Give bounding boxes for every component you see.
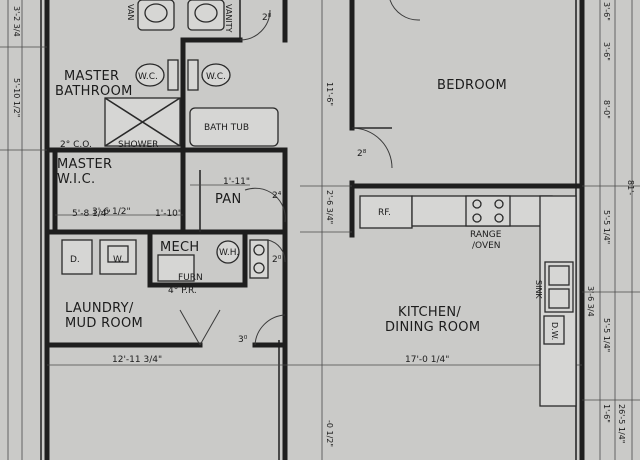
toilet-right-tank bbox=[187, 59, 199, 91]
dim-center-b: 2'-6 3/4" bbox=[325, 190, 334, 224]
room-labels: MASTER BATHROOM MASTER W.I.C. BEDROOM LA… bbox=[55, 69, 507, 335]
door-laundry: 3⁰ bbox=[238, 335, 248, 345]
door-bath-top: 2⁸ bbox=[262, 13, 272, 23]
room-kitchen-line2: DINING ROOM bbox=[385, 320, 480, 335]
room-master-wic-line2: W.I.C. bbox=[57, 172, 95, 187]
room-laundry-line1: LAUNDRY/ bbox=[65, 301, 134, 316]
room-master-bathroom-line2: BATHROOM bbox=[55, 84, 133, 99]
door-pan: 2⁴ bbox=[272, 191, 282, 201]
label-sink: SINK bbox=[534, 280, 543, 299]
dim-right-b: 3'-6" bbox=[602, 42, 611, 61]
refrigerator bbox=[359, 195, 413, 229]
dim-laundry-width: 5'-8 1/4" bbox=[72, 209, 111, 219]
fixtures bbox=[61, 0, 577, 407]
label-vanity-left: VAN bbox=[126, 4, 135, 20]
walls bbox=[40, 0, 585, 460]
room-mech: MECH bbox=[160, 240, 199, 255]
label-dryer: D. bbox=[70, 255, 80, 265]
label-co: 2° C.O. bbox=[60, 140, 92, 150]
room-pan: PAN bbox=[215, 192, 242, 207]
water-heater bbox=[216, 240, 240, 264]
label-wc-right: W.C. bbox=[206, 72, 226, 82]
room-master-wic-line1: MASTER bbox=[57, 157, 112, 172]
room-master-bathroom-line1: MASTER bbox=[64, 69, 119, 84]
toilet-left-bowl bbox=[135, 63, 165, 87]
label-vanity-right: VANITY bbox=[224, 4, 233, 33]
dim-right-h: 1'-6" bbox=[602, 404, 611, 423]
label-bath-tub: BATH TUB bbox=[204, 123, 249, 133]
label-refrigerator: RF. bbox=[378, 208, 391, 218]
label-water-heater: W.H. bbox=[219, 248, 239, 258]
range-oven bbox=[465, 195, 511, 227]
label-range-line2: /OVEN bbox=[472, 241, 501, 251]
label-wc-left: W.C. bbox=[138, 72, 158, 82]
dim-right-f: 5'-5 1/4" bbox=[602, 318, 611, 352]
door-mech: 2⁰ bbox=[272, 255, 282, 265]
label-range-line1: RANGE bbox=[470, 230, 502, 240]
dim-right-e: 3'-6 3/4 bbox=[586, 286, 595, 317]
label-shower: SHOWER bbox=[118, 140, 158, 150]
dim-pan-width: 1'-11" bbox=[223, 177, 250, 187]
furnace bbox=[157, 254, 195, 282]
dryer bbox=[61, 239, 93, 275]
label-furnace-line1: FURN bbox=[178, 273, 203, 283]
label-washer: W. bbox=[113, 255, 124, 265]
dishwasher bbox=[543, 315, 565, 345]
dim-right-c: 8'-0" bbox=[602, 100, 611, 119]
dim-wic-closet: 1'-10" bbox=[155, 209, 182, 219]
dim-wic-width: 3'-6 1/2" bbox=[92, 207, 131, 217]
dim-left-a: 3'-2 3/4 bbox=[12, 6, 21, 37]
dim-right-g: 26'-5 1/4" bbox=[617, 404, 626, 443]
room-kitchen-line1: KITCHEN/ bbox=[398, 305, 461, 320]
fixture-labels: W.C. W.C. SHOWER 2° C.O. BATH TUB VAN VA… bbox=[60, 4, 559, 340]
dim-left-wing: 12'-11 3/4" bbox=[112, 355, 162, 365]
dim-right-d: 5'-5 1/4" bbox=[602, 210, 611, 244]
room-bedroom: BEDROOM bbox=[437, 78, 507, 93]
dim-left-b: 5'-10 1/2" bbox=[12, 78, 21, 117]
toilet-left-tank bbox=[167, 59, 179, 91]
dim-kitchen-width: 17'-0 1/4" bbox=[405, 355, 449, 365]
dim-center-a: 11'-6" bbox=[325, 82, 334, 106]
dim-right-a: 3'-6" bbox=[602, 2, 611, 21]
toilet-right-bowl bbox=[201, 63, 231, 87]
bath-tub bbox=[189, 107, 279, 147]
door-swings bbox=[179, 0, 421, 346]
dimension-labels: 3'-6 1/2" 1'-11" 5'-8 1/4" 1'-10" 12'-11… bbox=[12, 2, 635, 447]
room-laundry-line2: MUD ROOM bbox=[65, 316, 143, 331]
dim-far-right: 81'- bbox=[626, 180, 635, 195]
door-bedroom: 2⁸ bbox=[357, 149, 367, 159]
door-labels: 2⁸ 2⁸ 2⁴ 2⁰ 3⁰ bbox=[238, 13, 367, 345]
dim-center-c: -0 1/2" bbox=[325, 420, 334, 447]
label-furnace-line2: 4° P.R. bbox=[168, 286, 197, 296]
label-dishwasher: D.W. bbox=[550, 322, 559, 340]
